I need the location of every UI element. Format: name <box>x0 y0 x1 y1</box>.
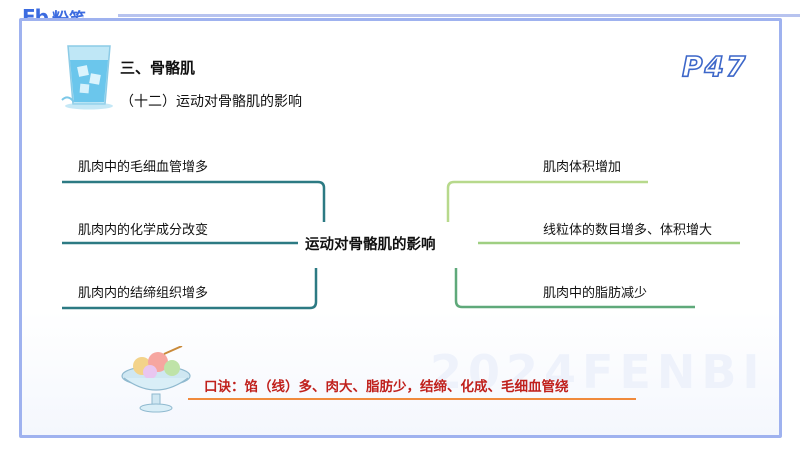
ice-water-glass-icon <box>61 45 113 110</box>
left-branch-3 <box>62 268 318 310</box>
left-node-connective-tissue: 肌肉内的结缔组织增多 <box>78 286 209 301</box>
left-branch-1 <box>62 180 326 222</box>
left-node-chemistry: 肌肉内的化学成分改变 <box>78 223 209 238</box>
left-node-capillaries: 肌肉中的毛细血管增多 <box>78 160 209 175</box>
right-node-fat: 肌肉中的脂肪减少 <box>543 286 648 301</box>
right-branch-3 <box>454 268 695 309</box>
watermark: 2024FENBI <box>430 345 766 399</box>
mnemonic-text: 口诀：馅（线）多、肉大、脂肪少，结缔、化成、毛细血管绕 <box>204 379 569 395</box>
ice-cream-bowl-icon <box>121 346 191 413</box>
right-node-volume: 肌肉体积增加 <box>543 160 622 175</box>
right-branch-1 <box>446 180 648 222</box>
subtitle: （十二）运动对骨骼肌的影响 <box>120 94 302 110</box>
page-number: P47 <box>681 49 748 84</box>
center-node: 运动对骨骼肌的影响 <box>305 237 436 253</box>
right-node-mitochondria: 线粒体的数目增多、体积增大 <box>543 223 713 238</box>
mnemonic-underline <box>188 398 636 400</box>
header-divider <box>118 14 800 17</box>
section-title: 三、骨骼肌 <box>120 59 196 77</box>
